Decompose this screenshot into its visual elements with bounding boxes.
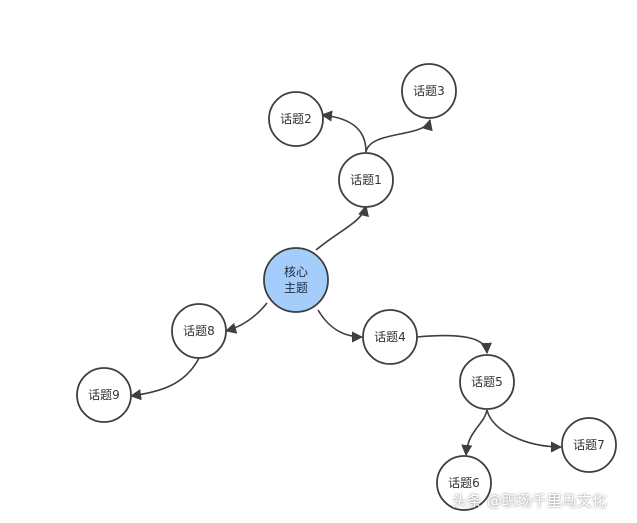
topic-circle (459, 354, 515, 410)
edge-topic5-topic6 (461, 409, 488, 457)
topic-label: 话题5 (471, 375, 503, 389)
topic-label: 话题7 (573, 438, 605, 452)
topic-label: 话题6 (448, 476, 480, 490)
edge-topic1-topic3 (365, 118, 433, 153)
topic-circle (268, 91, 324, 147)
edge-core-topic1 (315, 204, 369, 251)
watermark: 头条 @职场千里马文化 (452, 492, 607, 510)
topic-label: 话题4 (374, 330, 406, 344)
core-topic-circle (263, 247, 329, 313)
core-topic-node[interactable]: 核心 主题 (263, 247, 329, 313)
topic-node-3[interactable]: 话题3 (401, 63, 457, 119)
topic-circle (171, 303, 227, 359)
topic-node-7[interactable]: 话题7 (561, 417, 617, 473)
topic-node-1[interactable]: 话题1 (338, 152, 394, 208)
topic-node-5[interactable]: 话题5 (459, 354, 515, 410)
topic-node-2[interactable]: 话题2 (268, 91, 324, 147)
topic-circle (362, 309, 418, 365)
core-topic-line-2: 主题 (284, 281, 308, 295)
topic-circle (76, 367, 132, 423)
topic-label: 话题1 (350, 173, 382, 187)
topic-node-9[interactable]: 话题9 (76, 367, 132, 423)
topic-label: 话题2 (280, 112, 312, 126)
topic-node-4[interactable]: 话题4 (362, 309, 418, 365)
topic-circle (401, 63, 457, 119)
topic-circle (338, 152, 394, 208)
topic-node-8[interactable]: 话题8 (171, 303, 227, 359)
topic-label: 话题8 (183, 324, 215, 338)
topic-circle (561, 417, 617, 473)
topic-label: 话题3 (413, 84, 445, 98)
edge-core-topic4 (317, 309, 364, 343)
edge-topic4-topic5 (416, 334, 492, 355)
edge-topic1-topic2 (320, 110, 367, 153)
edges (129, 110, 563, 457)
topic-circle (436, 455, 492, 511)
edge-core-topic8 (224, 302, 268, 334)
topic-node-6[interactable]: 话题6 (436, 455, 492, 511)
core-topic-line-1: 核心 (284, 265, 308, 279)
edge-topic8-topic9 (129, 357, 200, 401)
edge-topic5-topic7 (486, 409, 563, 453)
topic-label: 话题9 (88, 388, 120, 402)
